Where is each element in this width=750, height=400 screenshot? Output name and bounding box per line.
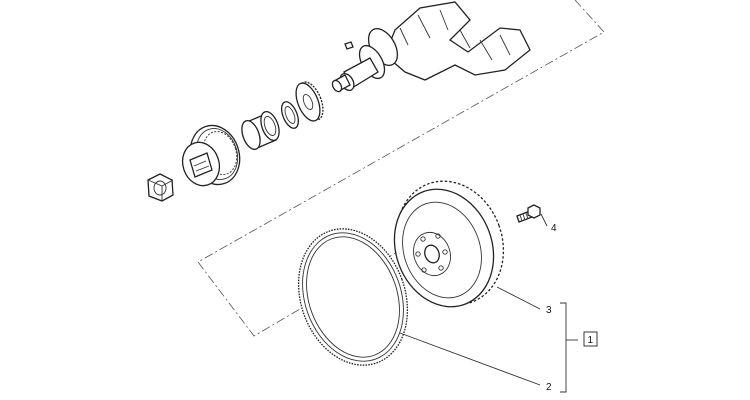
ring-gear <box>297 228 409 366</box>
flywheel <box>393 180 505 308</box>
flywheel-bolt <box>516 204 541 223</box>
callout-2: 2 <box>546 382 552 393</box>
callout-1-box <box>583 331 598 347</box>
timing-gear <box>295 81 324 122</box>
nut <box>147 173 174 202</box>
callout-1: 1 <box>588 335 594 346</box>
callout-4: 4 <box>551 223 557 234</box>
spacer-sleeve <box>241 110 280 151</box>
washer <box>281 101 299 129</box>
callout-3: 3 <box>546 305 552 316</box>
leader-lines <box>399 213 578 393</box>
crankshaft <box>331 1 531 93</box>
pulley-damper <box>181 124 241 187</box>
